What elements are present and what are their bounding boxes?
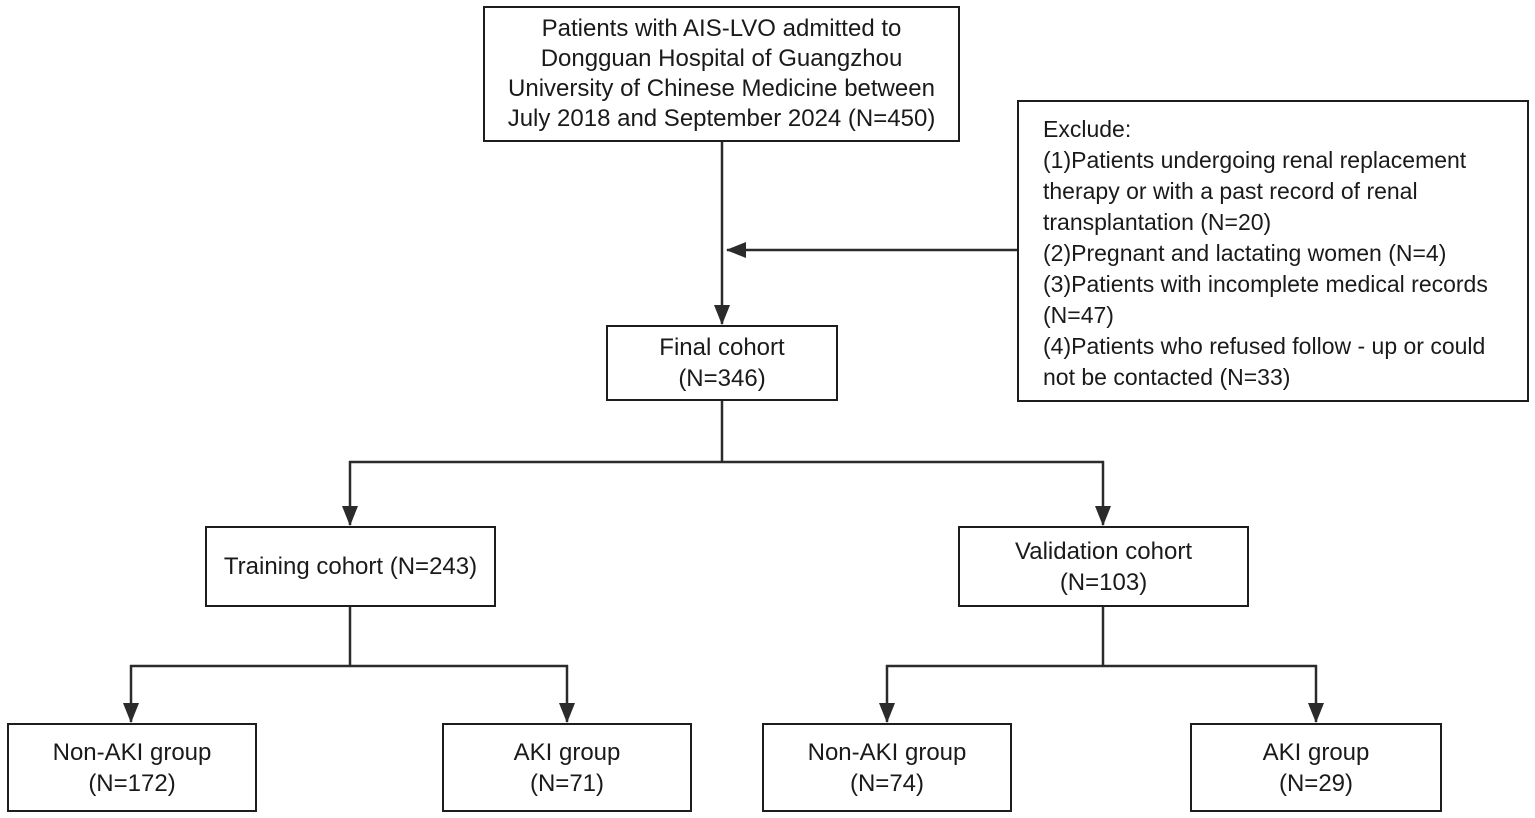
node-training-non-aki-group: Non-AKI group (N=172): [7, 723, 257, 812]
node-text-line: Patients with AIS-LVO admitted to: [541, 15, 902, 42]
node-text-line: University of Chinese Medicine between: [508, 75, 935, 102]
node-text-line: not be contacted (N=33): [1043, 364, 1291, 390]
node-text-line: (N=172): [88, 769, 176, 797]
node-text-line: transplantation (N=20): [1043, 209, 1272, 235]
node-text-line: Non-AKI group: [807, 738, 967, 766]
node-exclusion-criteria: Exclude: (1)Patients undergoing renal re…: [1017, 100, 1529, 402]
node-text-line: (3)Patients with incomplete medical reco…: [1043, 271, 1488, 297]
node-training-aki-group: AKI group (N=71): [442, 723, 692, 812]
node-validation-aki-group: AKI group (N=29): [1190, 723, 1442, 812]
node-text-line: Final cohort: [659, 334, 785, 361]
node-validation-cohort: Validation cohort (N=103): [958, 526, 1249, 607]
node-text-line: AKI group: [1262, 738, 1370, 766]
node-text-line: (N=29): [1278, 769, 1354, 797]
node-text-line: (N=74): [849, 769, 925, 797]
node-text-line: Non-AKI group: [52, 738, 212, 766]
node-text-line: (N=71): [529, 769, 605, 797]
node-final-cohort: Final cohort (N=346): [606, 325, 838, 401]
node-training-cohort: Training cohort (N=243): [205, 526, 496, 607]
node-text-line: Exclude:: [1043, 116, 1132, 142]
node-text-line: therapy or with a past record of renal: [1043, 178, 1418, 204]
node-text-line: (N=346): [678, 365, 766, 392]
node-validation-non-aki-group: Non-AKI group (N=74): [762, 723, 1012, 812]
node-text-line: July 2018 and September 2024 (N=450): [507, 105, 936, 132]
node-text-line: Validation cohort: [1015, 537, 1192, 565]
node-text-line: AKI group: [513, 738, 621, 766]
node-text-line: (1)Patients undergoing renal replacement: [1043, 147, 1467, 173]
node-text-line: (N=47): [1043, 302, 1114, 328]
node-text-line: (2)Pregnant and lactating women (N=4): [1043, 240, 1447, 266]
node-text-line: (4)Patients who refused follow - up or c…: [1043, 333, 1486, 359]
node-text-line: Dongguan Hospital of Guangzhou: [540, 45, 903, 72]
node-text-line: Training cohort (N=243): [223, 553, 478, 580]
node-source-population: Patients with AIS-LVO admitted to Donggu…: [483, 6, 960, 142]
node-text-line: (N=103): [1059, 568, 1148, 596]
